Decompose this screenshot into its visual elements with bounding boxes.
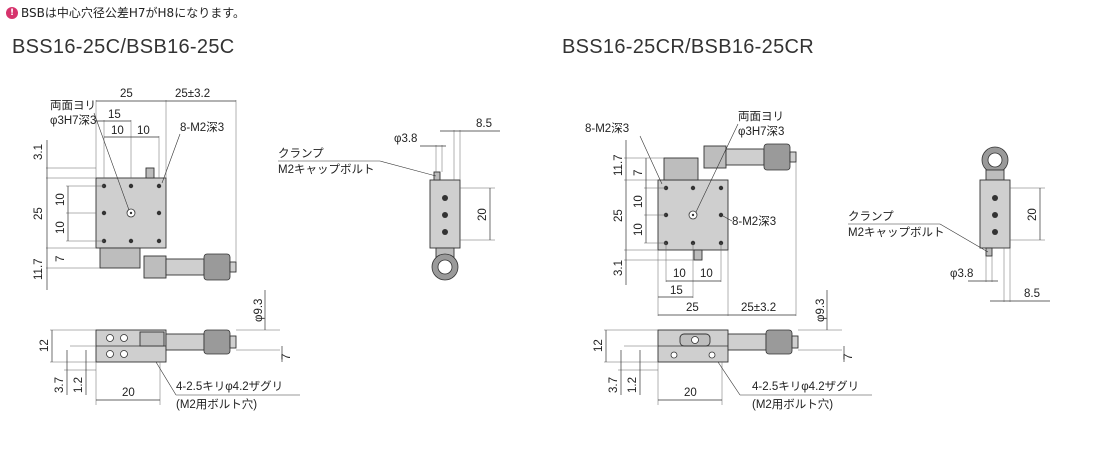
left-dim-10b: 10 xyxy=(137,125,150,137)
right-label-clamp: クランプ xyxy=(848,210,894,223)
right-dim-d85: 8.5 xyxy=(1024,288,1040,300)
right-clamp xyxy=(693,249,703,261)
left-dim-10a: 10 xyxy=(111,125,124,137)
left-front-knob xyxy=(203,329,231,355)
left-dim-31: 3.1 xyxy=(33,144,45,160)
left-dim-25pm: 25±3.2 xyxy=(175,88,210,100)
model-title-right: BSS16-25CR/BSB16-25CR xyxy=(562,36,814,58)
right-dim-w15: 15 xyxy=(670,285,683,297)
right-base-upper xyxy=(663,157,699,181)
right-dim-h117: 11.7 xyxy=(613,154,625,176)
left-clamp-top xyxy=(145,167,155,179)
left-mic-sleeve xyxy=(165,258,205,276)
right-dim-w10b: 10 xyxy=(700,268,713,280)
left-front-sleeve xyxy=(165,333,205,351)
right-dim-h31: 3.1 xyxy=(613,260,625,276)
left-tap-holes xyxy=(101,183,162,244)
left-front-view: 12 φ9.3 7 3.7 1.2 20 4-2.5キリφ4.2ザグリ (M2用… xyxy=(39,290,300,411)
left-label-hole: φ3H7深3 xyxy=(50,113,96,127)
left-dim-h10b: 10 xyxy=(55,221,67,234)
left-end-hole-2 xyxy=(442,212,448,218)
left-dim-s12b: 1.2 xyxy=(73,377,85,393)
model-title-left: BSS16-25C/BSB16-25C xyxy=(12,36,235,58)
right-dim-w25: 25 xyxy=(686,302,699,314)
info-pin-icon: ! xyxy=(6,6,18,19)
right-label-clampbolt: M2キャップボルト xyxy=(848,226,944,239)
right-dim-s20: 20 xyxy=(684,387,697,399)
left-dim-h117: 11.7 xyxy=(33,258,45,280)
left-dim-s20: 20 xyxy=(122,387,135,399)
right-dim-s7: 7 xyxy=(843,354,855,360)
right-top-view: 8-M2深3 両面ヨリ φ3H7深3 8-M2深3 11.7 7 25 10 1… xyxy=(585,111,797,316)
right-end-view: 20 クランプ M2キャップボルト φ3.8 8.5 xyxy=(848,146,1050,302)
left-base-lower xyxy=(99,247,141,269)
right-end-clamp xyxy=(985,247,993,257)
left-dim-20: 20 xyxy=(477,208,489,221)
left-label-ref: 両面ヨリ xyxy=(50,100,96,112)
right-mic-knob xyxy=(763,143,791,171)
left-mic-knob xyxy=(203,253,231,281)
right-front-knob xyxy=(765,329,793,355)
right-dim-d20: 20 xyxy=(1027,208,1039,221)
right-dim-phi38: φ3.8 xyxy=(950,268,973,280)
note-text: BSBは中心穴径公差H7がH8になります。 xyxy=(21,6,245,20)
right-dim-s12: 12 xyxy=(593,339,605,352)
left-top-view: 25 25±3.2 15 10 10 両面ヨリ φ3H7深3 8-M2深3 3.… xyxy=(33,88,237,290)
right-label-tap2: 8-M2深3 xyxy=(732,214,776,228)
right-dim-w10a: 10 xyxy=(673,268,686,280)
left-end-hole-1 xyxy=(442,195,448,201)
left-dim-s7: 7 xyxy=(281,354,293,360)
right-dim-w25pm: 25±3.2 xyxy=(741,302,776,314)
right-front-view: 12 φ9.3 7 3.7 1.2 20 4-2.5キリφ4.2ザグリ (M2用… xyxy=(593,290,872,411)
left-mic-body xyxy=(143,255,167,279)
left-label-tap: 8-M2深3 xyxy=(180,120,224,134)
right-dim-h10a: 10 xyxy=(633,195,645,208)
left-dim-phi93: φ9.3 xyxy=(253,299,265,322)
left-label-cbore2: (M2用ボルト穴) xyxy=(176,397,257,411)
right-dim-s37: 3.7 xyxy=(608,377,620,393)
left-end-view: 8.5 φ3.8 クランプ M2キャップボルト 20 xyxy=(278,118,500,281)
left-dim-h25: 25 xyxy=(33,207,45,220)
right-dim-phi93: φ9.3 xyxy=(815,299,827,322)
left-end-clamp xyxy=(433,171,441,181)
right-label-hole: φ3H7深3 xyxy=(738,124,784,138)
left-dim-85: 8.5 xyxy=(476,118,492,130)
right-dim-h25: 25 xyxy=(613,209,625,222)
left-dim-15: 15 xyxy=(108,109,121,121)
left-dim-s12: 12 xyxy=(39,339,51,352)
left-label-cbore: 4-2.5キリφ4.2ザグリ xyxy=(176,379,283,393)
right-dim-s12b: 1.2 xyxy=(627,377,639,393)
left-dim-h10a: 10 xyxy=(55,193,67,206)
left-dim-h7: 7 xyxy=(55,256,67,262)
right-dim-h7: 7 xyxy=(633,170,645,176)
note: ! BSBは中心穴径公差H7がH8になります。 xyxy=(6,4,245,21)
left-dim-25: 25 xyxy=(120,88,133,100)
right-mic-body xyxy=(703,145,727,169)
left-dim-s37: 3.7 xyxy=(54,377,66,393)
left-label-clampbolt: M2キャップボルト xyxy=(278,163,374,176)
right-front-sleeve xyxy=(727,333,767,351)
right-dim-h10b: 10 xyxy=(633,223,645,236)
right-label-cbore2: (M2用ボルト穴) xyxy=(752,397,833,411)
right-mic-sleeve xyxy=(725,148,765,166)
left-label-clamp: クランプ xyxy=(278,147,324,160)
right-label-ref: 両面ヨリ xyxy=(738,111,784,123)
left-dim-phi38: φ3.8 xyxy=(394,133,417,145)
right-label-cbore: 4-2.5キリφ4.2ザグリ xyxy=(752,379,859,393)
right-label-tap1: 8-M2深3 xyxy=(585,121,629,135)
left-end-hole-3 xyxy=(442,229,448,235)
left-mic-end xyxy=(229,261,237,273)
